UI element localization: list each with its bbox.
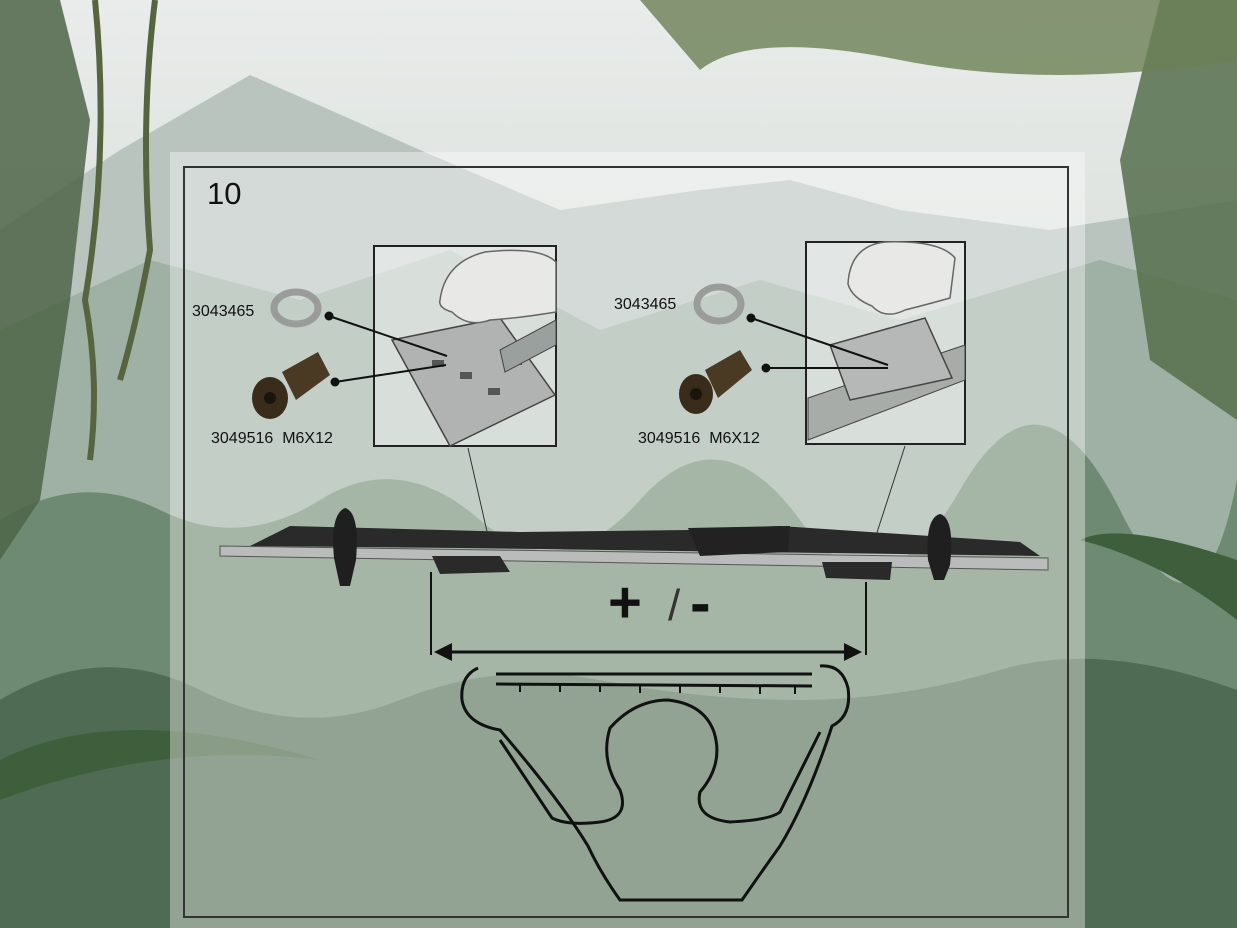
- right-foliage: [1120, 0, 1237, 420]
- left-bolt-part-label: 3049516 M6X12: [211, 430, 333, 448]
- left-bolt-size: M6X12: [282, 430, 333, 447]
- wheel-tray: [250, 526, 1040, 556]
- right-detail-inset: [805, 241, 966, 445]
- right-bolt-part-label: 3049516 M6X12: [638, 430, 760, 448]
- arrow-head-right: [844, 643, 862, 661]
- fern-right: [1080, 533, 1237, 620]
- plate-slot: [432, 360, 444, 367]
- wheel-strap: [927, 514, 952, 580]
- right-bolt-icon: [679, 350, 752, 414]
- vine: [81, 0, 104, 461]
- pointer-line: [871, 445, 906, 549]
- right-bolt-number: 3049516: [638, 430, 701, 447]
- plate-slot: [488, 388, 500, 395]
- plate-slot: [460, 372, 472, 379]
- right-washer-icon: [693, 283, 745, 325]
- vehicle-cross-section-icon: [460, 664, 851, 902]
- leader-line: [328, 315, 448, 357]
- slash-sign: /: [668, 581, 681, 630]
- right-bolt-size: M6X12: [709, 430, 760, 447]
- pointer-line: [467, 447, 489, 537]
- right-washer-part-label: 3043465: [614, 296, 677, 313]
- left-washer-icon: [270, 288, 322, 328]
- bar-profile: [499, 319, 557, 373]
- frame-holder: [688, 526, 790, 556]
- left-foliage: [0, 0, 90, 560]
- roof-rail-ticks: [519, 684, 796, 694]
- mount-foot: [432, 556, 510, 574]
- mount-foot: [822, 562, 892, 580]
- left-bolt-number: 3049516: [211, 430, 274, 447]
- mounting-plate: [829, 317, 954, 401]
- left-bolt-icon: [252, 352, 330, 419]
- minus-sign: -: [690, 569, 711, 638]
- arrow-head-left: [434, 643, 452, 661]
- roof-bar: [219, 508, 1049, 586]
- plus-sign: +: [608, 570, 642, 635]
- leader-line: [334, 364, 447, 383]
- vine: [117, 0, 158, 381]
- instruction-frame: [183, 166, 1069, 918]
- step-number: 10: [207, 176, 242, 211]
- hand-icon: [439, 249, 557, 324]
- forest-foreground: [0, 658, 1237, 928]
- wheel-strap: [333, 508, 357, 586]
- hand-icon: [847, 241, 956, 315]
- top-right-branch: [640, 0, 1237, 75]
- left-washer-part-label: 3043465: [192, 303, 255, 320]
- leader-line: [750, 317, 889, 366]
- left-detail-inset: [373, 245, 557, 447]
- fern-left: [0, 730, 320, 800]
